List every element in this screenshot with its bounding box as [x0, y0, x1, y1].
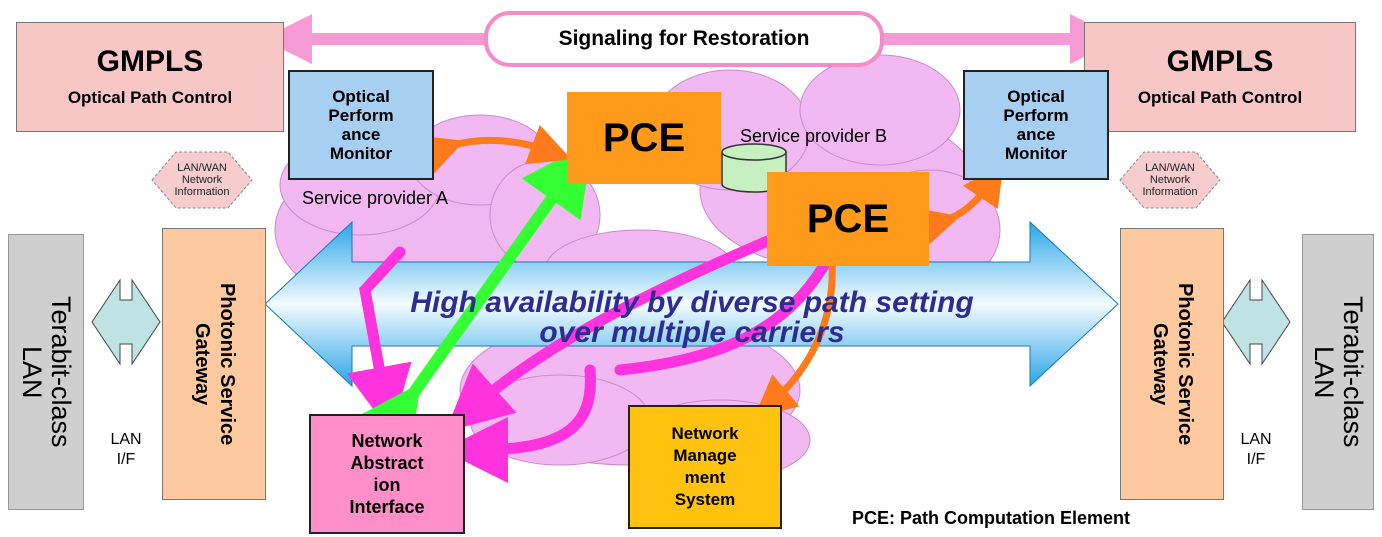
signaling-label-box: Signaling for Restoration: [484, 11, 884, 67]
gmpls-left-subtitle: Optical Path Control: [67, 88, 233, 107]
network-management-system: Network Manage ment System: [628, 405, 782, 529]
gateway-left-label: Photonic Service Gateway: [191, 282, 238, 446]
photonic-service-gateway-right: Photonic Service Gateway: [1120, 228, 1224, 500]
lan-right-label: Terabit-class LAN: [1309, 296, 1368, 448]
lan-wan-info-left: LAN/WAN Network Information: [174, 162, 230, 198]
lan-if-left-label: LAN I/F: [110, 431, 142, 468]
nms-label: Network Manage ment System: [671, 424, 739, 509]
gmpls-right: GMPLS Optical Path Control: [1084, 22, 1356, 132]
lan-if-arrow-right: [1221, 278, 1291, 366]
green-arrow: [349, 140, 593, 463]
pce-a-label: PCE: [602, 115, 686, 160]
opm-right-label: Optical Perform ance Monitor: [1003, 87, 1069, 163]
lan-if-right-label: LAN I/F: [1240, 431, 1272, 468]
lan-wan-info-left-shape: [151, 151, 253, 209]
network-abstraction-interface: Network Abstract ion Interface: [309, 414, 465, 534]
gmpls-left-title: GMPLS: [96, 45, 204, 78]
opm-left-label: Optical Perform ance Monitor: [328, 87, 394, 163]
gmpls-right-title: GMPLS: [1166, 45, 1274, 78]
pce-b-label: PCE: [806, 196, 890, 241]
photonic-service-gateway-left: Photonic Service Gateway: [162, 228, 266, 500]
main-message: High availability by diverse path settin…: [410, 286, 974, 349]
lan-left-label: Terabit-class LAN: [17, 296, 76, 448]
lan-if-arrow-left: [91, 278, 161, 366]
pce-provider-b: PCE: [767, 172, 929, 266]
gmpls-left: GMPLS Optical Path Control: [16, 22, 284, 132]
service-provider-a-label: Service provider A: [302, 188, 449, 208]
nai-label: Network Abstract ion Interface: [349, 431, 425, 517]
terabit-lan-right: Terabit-class LAN: [1302, 234, 1374, 510]
optical-performance-monitor-right: Optical Perform ance Monitor: [963, 70, 1109, 180]
gmpls-right-subtitle: Optical Path Control: [1137, 88, 1303, 107]
signaling-label: Signaling for Restoration: [558, 27, 810, 50]
gateway-right-label: Photonic Service Gateway: [1149, 282, 1196, 446]
pce-provider-a: PCE: [567, 92, 721, 184]
terabit-lan-left: Terabit-class LAN: [8, 234, 84, 510]
lan-wan-info-right-shape: [1119, 151, 1221, 209]
lan-wan-info-right: LAN/WAN Network Information: [1142, 162, 1198, 198]
optical-performance-monitor-left: Optical Perform ance Monitor: [288, 70, 434, 180]
orange-arrows: [418, 124, 1004, 418]
service-provider-b-label: Service provider B: [740, 126, 888, 146]
legend: PCE: Path Computation Element: [852, 508, 1131, 528]
